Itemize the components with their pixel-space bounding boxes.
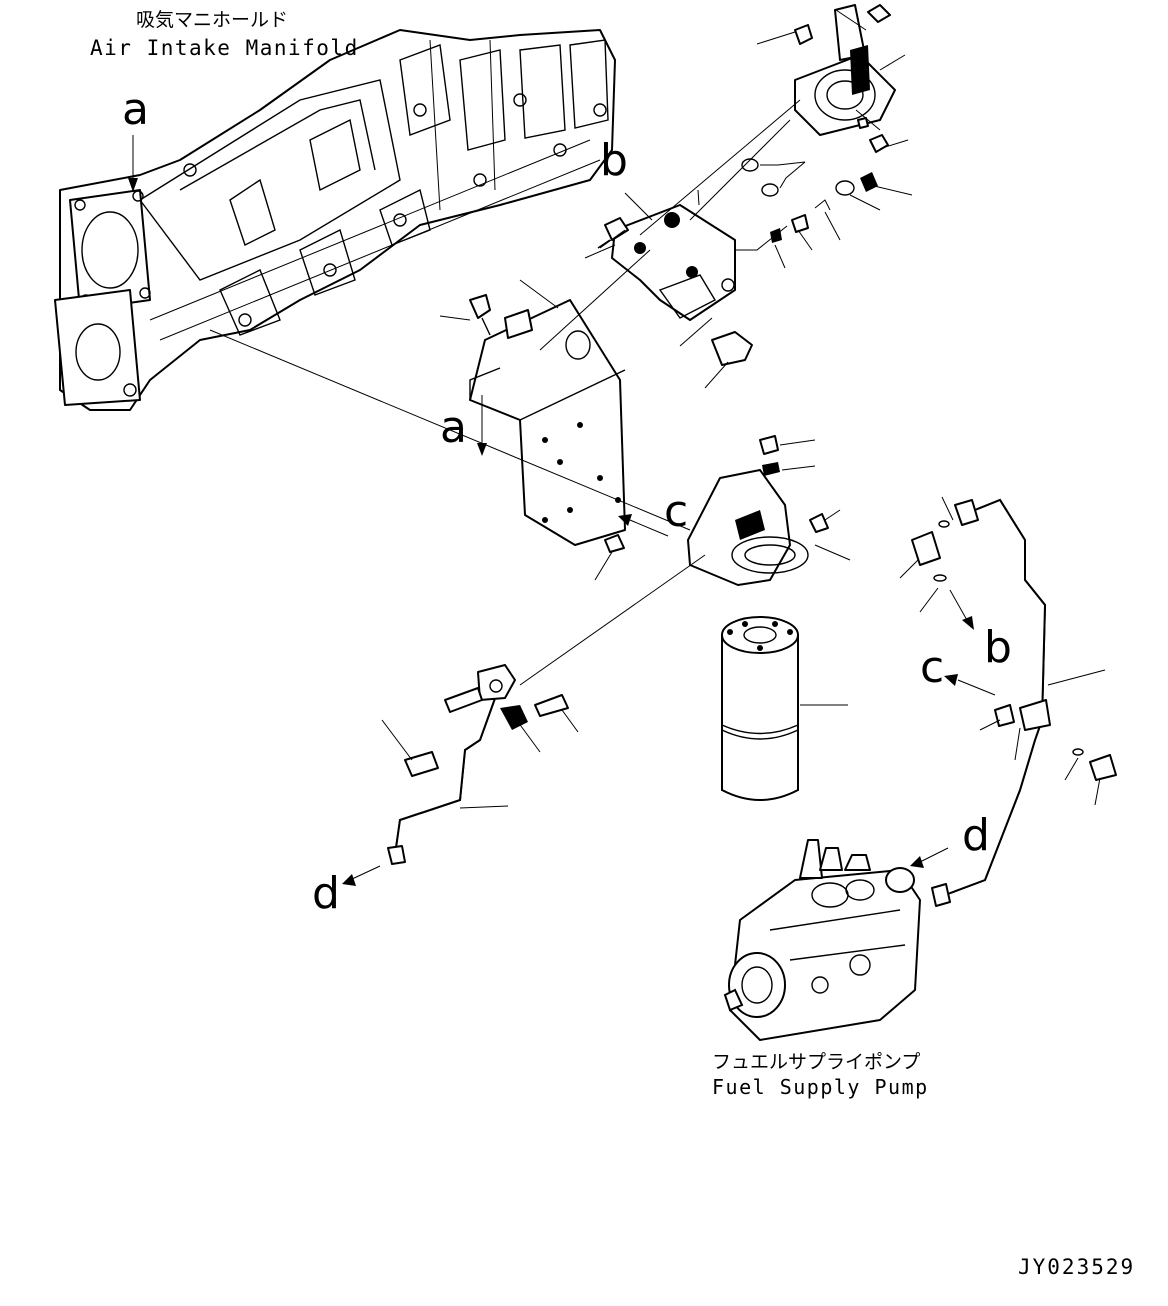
text-labels: 吸気マニホールド Air Intake Manifold a b a c b c…	[90, 9, 1135, 1279]
callout-b-right: b	[984, 622, 1012, 673]
priming-pump	[794, 4, 896, 153]
filter-bracket-head	[687, 435, 829, 586]
callout-c-mid: c	[664, 486, 688, 537]
manifold-label-en: Air Intake Manifold	[90, 36, 359, 60]
callout-a-top: a	[122, 84, 149, 135]
o-rings	[741, 158, 878, 243]
mounting-bracket	[469, 294, 626, 553]
callout-d-right: d	[962, 810, 990, 861]
callout-b-top: b	[600, 135, 628, 186]
callout-c-right: c	[920, 642, 944, 693]
air-intake-manifold	[54, 29, 616, 411]
pump-label-en: Fuel Supply Pump	[712, 1075, 929, 1099]
fuel-pipe-left	[387, 664, 569, 865]
fuel-pipe-right	[911, 498, 1117, 907]
callout-d-left: d	[312, 868, 340, 919]
pump-label-jp: フュエルサプライポンプ	[712, 1051, 920, 1073]
drawing-id: JY023529	[1018, 1255, 1135, 1279]
arrows	[128, 135, 996, 886]
leader-lines	[209, 9, 1106, 809]
fuel-supply-pump	[723, 839, 921, 1041]
fuel-filter	[721, 616, 799, 801]
manifold-label-jp: 吸気マニホールド	[136, 9, 288, 31]
callout-a-mid: a	[440, 402, 467, 453]
filter-head	[597, 204, 753, 366]
